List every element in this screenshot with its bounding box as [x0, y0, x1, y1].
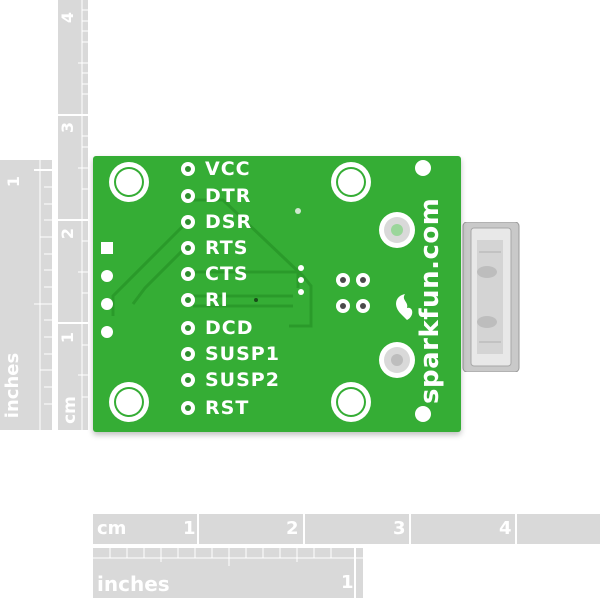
- vertical-cm-unit: cm: [59, 396, 80, 424]
- pin-label-vcc: VCC: [205, 158, 251, 180]
- horizontal-cm-unit: cm: [97, 518, 127, 539]
- horizontal-cm-tick-3: 3: [393, 518, 406, 539]
- pin-label-susp2: SUSP2: [205, 369, 280, 391]
- horizontal-cm-tick-4: 4: [499, 518, 512, 539]
- pin-label-dcd: DCD: [205, 317, 254, 339]
- pin-label-dtr: DTR: [205, 185, 252, 207]
- vertical-inches-unit: inches: [2, 352, 24, 419]
- horizontal-inches-unit: inches: [97, 572, 170, 596]
- vertical-cm-tick-1: 1: [58, 331, 78, 344]
- pin-label-susp1: SUSP1: [205, 343, 280, 365]
- horizontal-cm-tick-1: 1: [183, 518, 196, 539]
- vertical-cm-tick-3: 3: [58, 121, 78, 134]
- horizontal-inches-tick-1: 1: [341, 572, 354, 593]
- pin-label-dsr: DSR: [205, 211, 253, 233]
- pin-label-rst: RST: [205, 397, 250, 419]
- pin-label-cts: CTS: [205, 263, 249, 285]
- pin-label-rts: RTS: [205, 237, 249, 259]
- pcb-board: VCC DTR DSR RTS CTS RI DCD SUSP1 SUSP2 R…: [93, 156, 461, 432]
- horizontal-cm-tick-2: 2: [286, 518, 299, 539]
- horizontal-cm-ruler: cm 1 2 3 4: [93, 514, 600, 544]
- horizontal-inches-ruler: inches 1: [93, 548, 363, 598]
- vertical-cm-ruler: 4 3 2 1 cm: [58, 0, 88, 430]
- vertical-inches-ruler: 1 inches: [0, 160, 52, 430]
- usb-connector: [462, 222, 520, 372]
- vertical-cm-tick-4: 4: [58, 11, 78, 24]
- brand-text: sparkfun.com: [415, 197, 445, 404]
- pin-label-ri: RI: [205, 289, 229, 311]
- pcb-artwork: [101, 160, 431, 422]
- vertical-cm-tick-2: 2: [58, 227, 78, 240]
- vertical-inches-tick-1: 1: [4, 175, 24, 188]
